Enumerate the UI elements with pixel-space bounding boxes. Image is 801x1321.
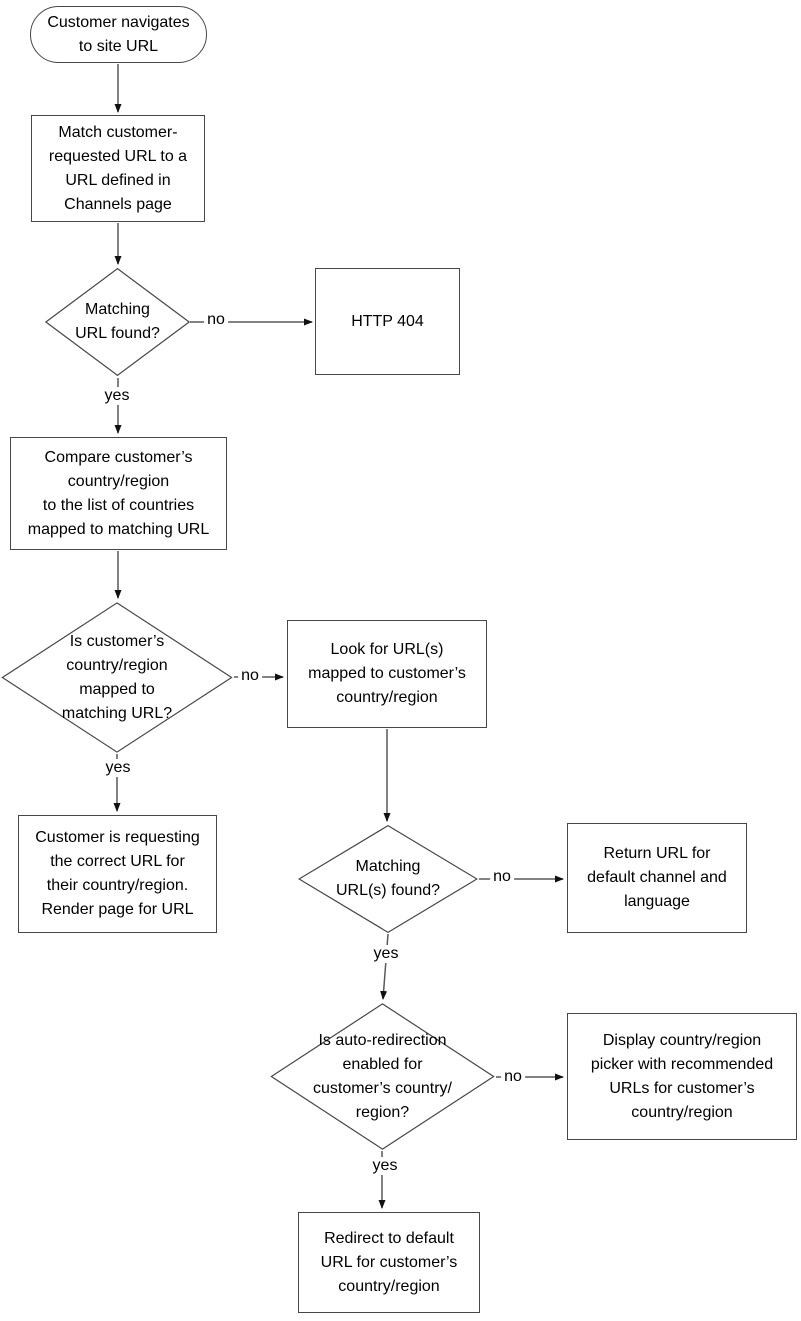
edge-label-yes-2: yes	[102, 759, 134, 777]
node-http-404: HTTP 404	[315, 268, 460, 375]
node-country-mapped-decision: Is customer’s country/region mapped to m…	[1, 602, 233, 753]
node-urls-found-label: Matching URL(s) found?	[335, 858, 441, 899]
diamond-shape	[270, 1003, 495, 1150]
diamond-shape	[1, 602, 233, 753]
edge-label-yes-4: yes	[369, 1157, 401, 1175]
node-display-picker-label: Display country/region picker with recom…	[590, 1031, 774, 1121]
node-start: Customer navigates to site URL	[30, 6, 207, 63]
node-auto-redirect-decision: Is auto-redirection enabled for customer…	[270, 1003, 495, 1150]
node-look-for-urls-label: Look for URL(s) mapped to customer’s cou…	[308, 641, 466, 706]
node-auto-redirect-label: Is auto-redirection enabled for customer…	[312, 1031, 452, 1121]
node-match-url-label: Match customer- requested URL to a URL d…	[48, 123, 188, 213]
node-compare-country: Compare customer’s country/region to the…	[10, 437, 227, 550]
edge-label-no-1: no	[204, 311, 228, 329]
diamond-shape	[45, 268, 190, 376]
edge-label-yes-1: yes	[101, 387, 133, 405]
node-redirect-default-label: Redirect to default URL for customer’s c…	[320, 1229, 458, 1295]
edge-urlsfound-yes-autoredirect	[380, 933, 389, 1000]
node-url-found-decision: Matching URL found?	[45, 268, 190, 376]
node-return-default: Return URL for default channel and langu…	[567, 823, 747, 933]
node-start-label: Customer navigates to site URL	[47, 13, 190, 55]
node-url-found-label: Matching URL found?	[75, 301, 160, 342]
node-display-picker: Display country/region picker with recom…	[567, 1013, 797, 1140]
node-http-404-label: HTTP 404	[351, 312, 424, 330]
node-urls-found-decision: Matching URL(s) found?	[298, 825, 478, 933]
node-look-for-urls: Look for URL(s) mapped to customer’s cou…	[287, 620, 487, 728]
node-country-mapped-label: Is customer’s country/region mapped to m…	[61, 632, 173, 722]
node-render-page: Customer is requesting the correct URL f…	[18, 815, 217, 933]
node-match-url: Match customer- requested URL to a URL d…	[31, 115, 205, 222]
node-render-page-label: Customer is requesting the correct URL f…	[35, 829, 200, 918]
edge-label-no-3: no	[490, 868, 514, 886]
edge-label-no-2: no	[238, 667, 262, 685]
diamond-shape	[298, 825, 478, 933]
edge-label-no-4: no	[501, 1068, 525, 1086]
node-redirect-default: Redirect to default URL for customer’s c…	[298, 1212, 480, 1313]
node-return-default-label: Return URL for default channel and langu…	[587, 845, 727, 910]
edge-label-yes-3: yes	[370, 945, 402, 963]
node-compare-country-label: Compare customer’s country/region to the…	[27, 448, 210, 538]
